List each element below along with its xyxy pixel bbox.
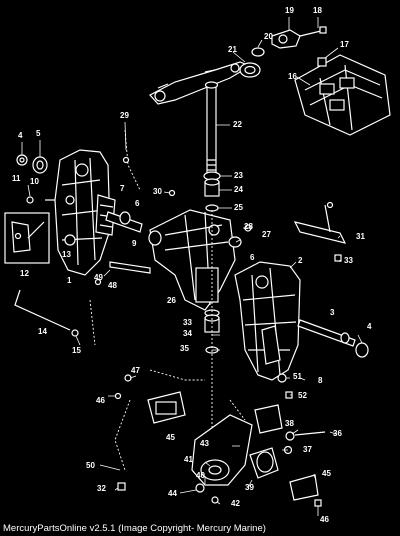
- part-callout-24: 24: [234, 185, 243, 194]
- part-callout-14: 14: [38, 327, 47, 336]
- inset-detail-box: [4, 212, 50, 264]
- leader-lines: [21, 17, 363, 516]
- part-callout-15: 15: [72, 346, 81, 355]
- part-callout-11: 11: [12, 174, 21, 183]
- part-callout-18: 18: [313, 6, 322, 15]
- part-callout-12: 12: [20, 269, 29, 278]
- part-callout-20: 20: [264, 32, 273, 41]
- part-callout-40: 40: [196, 471, 205, 480]
- swivel-bracket: [149, 209, 236, 311]
- through-bolt: [297, 319, 369, 358]
- top-right-bracket: [294, 54, 391, 136]
- part-callout-41: 41: [184, 455, 193, 464]
- exploded-parts-diagram: [4, 17, 391, 516]
- mounting-plates: [147, 391, 319, 501]
- part-callout-5: 5: [36, 129, 41, 138]
- part-callout-6: 6: [135, 199, 140, 208]
- part-callout-43: 43: [200, 439, 209, 448]
- part-callout-6: 6: [250, 253, 255, 262]
- part-callout-16: 16: [288, 72, 297, 81]
- bushings-lower: [204, 309, 220, 354]
- part-callout-39: 39: [245, 483, 254, 492]
- part-callout-33: 33: [183, 318, 192, 327]
- part-callout-17: 17: [340, 40, 349, 49]
- part-callout-45: 45: [166, 433, 175, 442]
- tilt-tube-parts: [105, 211, 242, 274]
- part-callout-28: 28: [244, 222, 253, 231]
- part-callout-30: 30: [153, 187, 162, 196]
- part-callout-35: 35: [180, 344, 189, 353]
- right-small-bracket: [293, 201, 347, 262]
- part-callout-33: 33: [344, 256, 353, 265]
- part-callout-29: 29: [120, 111, 129, 120]
- part-callout-9: 9: [132, 239, 137, 248]
- part-callout-7: 7: [120, 184, 125, 193]
- part-callout-22: 22: [233, 120, 242, 129]
- lower-yoke: [191, 414, 279, 486]
- part-callout-4: 4: [18, 131, 23, 140]
- part-callout-23: 23: [234, 171, 243, 180]
- bushings-upper: [203, 171, 221, 212]
- part-callout-49: 49: [94, 273, 103, 282]
- part-callout-38: 38: [285, 419, 294, 428]
- part-callout-32: 32: [97, 484, 106, 493]
- part-callout-37: 37: [303, 445, 312, 454]
- part-callout-13: 13: [62, 250, 71, 259]
- part-callout-3: 3: [330, 308, 335, 317]
- part-callout-25: 25: [234, 203, 243, 212]
- tilt-lock-rod: [14, 289, 79, 337]
- part-callout-46: 46: [320, 515, 329, 524]
- left-hardware: [16, 154, 55, 204]
- part-callout-47: 47: [131, 366, 140, 375]
- cable-end-assembly: [239, 26, 327, 78]
- part-callout-21: 21: [228, 45, 237, 54]
- part-callout-1: 1: [67, 276, 72, 285]
- part-callout-44: 44: [168, 489, 177, 498]
- part-callout-46: 46: [96, 396, 105, 405]
- part-callout-8: 8: [318, 376, 323, 385]
- part-callout-36: 36: [333, 429, 342, 438]
- part-callout-45: 45: [322, 469, 331, 478]
- part-callout-4: 4: [367, 322, 372, 331]
- part-callout-2: 2: [298, 256, 303, 265]
- right-clamp-bracket: [234, 261, 301, 381]
- steering-arm: [149, 61, 252, 105]
- left-clamp-bracket: [54, 149, 116, 276]
- part-callout-26: 26: [167, 296, 176, 305]
- image-caption: MercuryPartsOnline v2.5.1 (Image Copyrig…: [3, 523, 266, 534]
- part-callout-51: 51: [293, 372, 302, 381]
- part-callout-52: 52: [298, 391, 307, 400]
- part-callout-50: 50: [86, 461, 95, 470]
- part-callout-42: 42: [231, 499, 240, 508]
- part-callout-19: 19: [285, 6, 294, 15]
- part-callout-48: 48: [108, 281, 117, 290]
- part-callout-27: 27: [262, 230, 271, 239]
- steering-shaft: [204, 81, 219, 186]
- part-callout-10: 10: [30, 177, 39, 186]
- part-callout-31: 31: [356, 232, 365, 241]
- part-callout-34: 34: [183, 329, 192, 338]
